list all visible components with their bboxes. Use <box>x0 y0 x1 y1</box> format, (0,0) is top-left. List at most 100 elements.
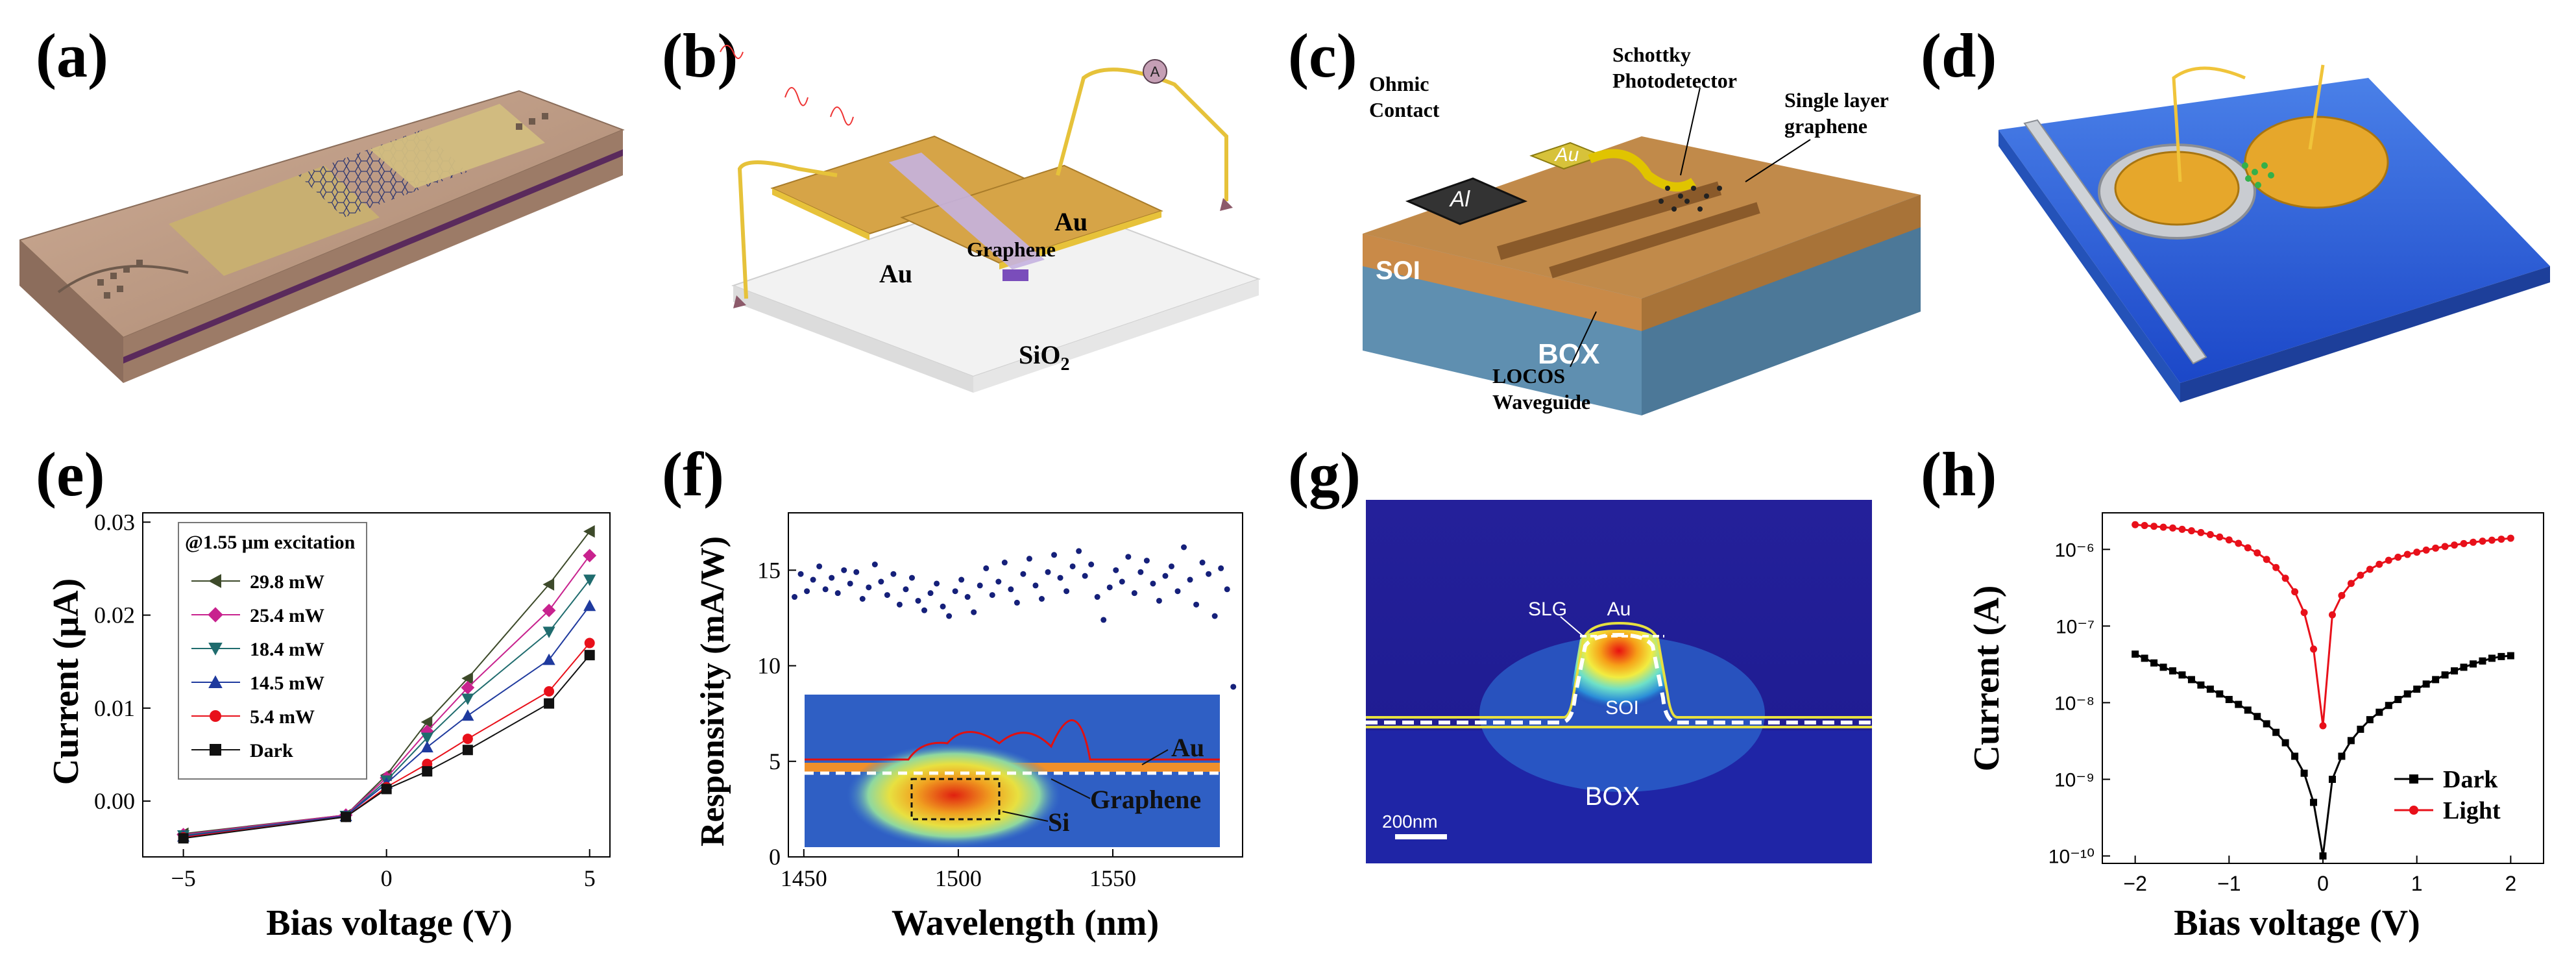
f-data-point <box>1069 563 1076 569</box>
f-data-point <box>810 576 816 583</box>
e-data-point <box>583 525 595 538</box>
f-data-point <box>1076 548 1082 554</box>
e-legend-marker <box>210 710 221 722</box>
f-data-point <box>1008 586 1014 593</box>
e-data-point <box>420 741 433 752</box>
h-data-point <box>2357 725 2364 733</box>
h-data-point <box>2169 524 2177 532</box>
h-data-point <box>2403 690 2411 698</box>
f-ytick-label: 0 <box>769 844 781 870</box>
e-data-point <box>583 549 597 563</box>
f-inset-au-label: Au <box>1171 733 1204 762</box>
h-data-point <box>2300 769 2308 777</box>
h-xlabel: Bias voltage (V) <box>2174 903 2420 943</box>
h-data-point <box>2263 720 2270 728</box>
f-data-point <box>1014 599 1020 606</box>
e-data-point <box>461 709 474 721</box>
f-data-point <box>1181 544 1187 550</box>
h-ytick-label: 10⁻¹⁰ <box>2048 847 2095 868</box>
f-data-point <box>1020 571 1027 577</box>
e-legend-marker <box>208 607 223 623</box>
f-data-point <box>1038 596 1045 602</box>
h-data-point <box>2413 686 2421 693</box>
e-data-point <box>542 653 555 665</box>
h-data-point <box>2469 538 2477 546</box>
h-data-point <box>2216 690 2224 698</box>
f-data-point <box>847 580 853 587</box>
panel-label-a: (a) <box>36 21 108 90</box>
panel-label-d: (d) <box>1921 21 1997 90</box>
h-data-point <box>2432 544 2440 552</box>
f-data-point <box>822 586 829 593</box>
h-data-point <box>2263 556 2270 563</box>
f-data-point <box>1162 573 1169 579</box>
e-ytick-label: 0.02 <box>94 602 135 628</box>
f-data-point <box>908 575 915 581</box>
h-data-point <box>2385 702 2392 710</box>
e-data-point <box>420 715 433 728</box>
g-soi-label: SOI <box>1605 697 1639 719</box>
f-data-point <box>1094 594 1100 600</box>
h-data-point <box>2206 686 2214 693</box>
f-data-point <box>1150 580 1156 587</box>
h-data-point <box>2187 527 2195 535</box>
e-legend-label: Dark <box>250 740 293 761</box>
f-data-point <box>853 569 860 575</box>
e-data-point <box>462 734 473 745</box>
f-data-point <box>890 571 897 577</box>
h-ylabel: Current (A) <box>1967 586 2007 772</box>
h-data-point <box>2488 536 2496 544</box>
f-xtick-label: 1500 <box>935 865 982 891</box>
e-data-point <box>178 833 189 844</box>
e-data-point <box>584 650 595 661</box>
panel-b-device-illustration: A Au Au Graphene SiO2 <box>720 45 1261 393</box>
h-data-point <box>2507 534 2514 542</box>
f-data-point <box>1218 565 1224 571</box>
f-data-point <box>958 576 965 583</box>
h-data-point <box>2328 776 2336 784</box>
h-data-point <box>2169 667 2177 674</box>
f-data-point <box>971 609 977 615</box>
e-ylabel: Current (μA) <box>46 578 86 785</box>
h-data-point <box>2150 523 2158 530</box>
e-legend-marker <box>208 643 223 656</box>
h-data-point <box>2338 591 2346 599</box>
f-data-point <box>1230 684 1237 690</box>
h-ytick-label: 10⁻⁶ <box>2054 539 2095 561</box>
g-scale-bar <box>1395 834 1447 839</box>
f-data-point <box>1224 586 1230 593</box>
h-series-line <box>2135 523 2511 726</box>
h-data-point <box>2451 541 2459 549</box>
h-data-point <box>2347 580 2355 587</box>
g-slg-label: SLG <box>1528 599 1567 620</box>
h-data-point <box>2328 611 2336 619</box>
h-ytick-label: 10⁻⁷ <box>2056 616 2095 637</box>
e-legend-label: 5.4 mW <box>250 706 315 728</box>
soi-label: SOI <box>1376 256 1420 285</box>
h-data-point <box>2254 549 2261 557</box>
f-data-point <box>1113 567 1119 573</box>
f-data-point <box>903 586 909 593</box>
e-xtick-label: 0 <box>381 865 393 891</box>
e-data-point <box>544 686 555 697</box>
au-right-label: Au <box>1054 207 1088 236</box>
h-xtick-label: 0 <box>2317 872 2329 895</box>
e-data-point <box>461 672 473 685</box>
f-data-point <box>1051 552 1058 558</box>
h-data-point <box>2441 671 2449 679</box>
h-xtick-label: −1 <box>2217 872 2241 895</box>
f-inset-graphene-label: Graphene <box>1090 785 1201 814</box>
h-data-point <box>2460 663 2468 671</box>
f-data-point <box>977 582 983 589</box>
h-data-point <box>2460 539 2468 547</box>
f-data-point <box>1137 569 1144 575</box>
e-plot-frame <box>142 512 611 858</box>
graphene-label: Graphene <box>967 238 1056 261</box>
f-data-point <box>792 594 798 600</box>
